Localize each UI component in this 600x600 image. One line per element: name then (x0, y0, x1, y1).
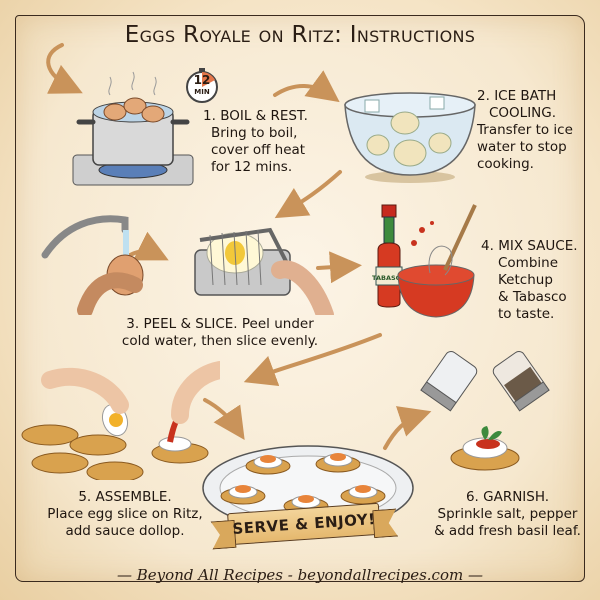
arrow-serve-6-icon (383, 406, 432, 450)
step-4-line: & Tabasco (498, 289, 567, 305)
step-2-line: Transfer to ice (477, 122, 573, 138)
step-1-number: 1. (203, 108, 216, 124)
step-4-line: Combine (498, 255, 559, 271)
footer-credit: — Beyond All Recipes - beyondallrecipes.… (117, 566, 483, 584)
arrow-4-5-icon (243, 333, 382, 387)
step-2-heading: ICE BATH (494, 88, 557, 104)
arrow-start-icon (46, 43, 83, 94)
step-2-line: cooking. (477, 156, 534, 172)
timer-value: 12 (193, 73, 211, 87)
step-3-line: Peel under (241, 316, 314, 332)
step-5-line: add sauce dollop. (65, 523, 185, 539)
step-5-number: 5. (78, 489, 92, 505)
step-4-number: 4. (481, 238, 494, 254)
step-6-line: Sprinkle salt, pepper (437, 506, 578, 522)
step-2-line: water to stop (477, 139, 567, 155)
arrow-3-4-icon (316, 251, 362, 284)
step-4-line: Ketchup (498, 272, 553, 288)
timer-icon (186, 68, 218, 103)
step-1: 1. BOIL & REST. Bring to boil, cover off… (203, 108, 308, 176)
step-3-line: cold water, then slice evenly. (121, 333, 319, 349)
step-1-heading: BOIL & REST. (220, 108, 308, 124)
canape-group (220, 453, 386, 515)
step-4: 4. MIX SAUCE. Combine Ketchup & Tabasco … (481, 238, 578, 323)
step-5: 5. ASSEMBLE. Place egg slice on Ritz, ad… (25, 489, 225, 540)
step-5-line: Place egg slice on Ritz, (47, 506, 203, 522)
step-1-line: for 12 mins. (211, 159, 293, 175)
ice-bath-bowl-illustration (344, 92, 476, 183)
arrow-peel-slice-icon (128, 231, 169, 261)
step-4-heading: MIX SAUCE. (498, 238, 578, 254)
step-2-heading-cont: COOLING. (489, 105, 557, 121)
page-title: Eggs Royale on Ritz: Instructions (124, 22, 476, 48)
arrow-5-serve-icon (203, 398, 245, 440)
arrow-2-3-icon (274, 170, 342, 219)
peel-and-slice-illustration (41, 215, 334, 315)
step-6-line: & add fresh basil leaf. (434, 523, 581, 539)
sauce-mixing-illustration: TABASCO (372, 204, 477, 318)
step-3-heading: PEEL & SLICE. (143, 316, 238, 332)
step-6-heading: GARNISH. (483, 489, 550, 505)
step-2: 2. ICE BATH COOLING. Transfer to ice wat… (477, 88, 573, 173)
step-4-line: to taste. (498, 306, 555, 322)
assemble-illustration (21, 361, 220, 480)
step-3-number: 3. (126, 316, 140, 332)
step-5-heading: ASSEMBLE. (95, 489, 172, 505)
step-1-line: Bring to boil, (211, 125, 298, 141)
step-2-number: 2. (477, 88, 490, 104)
tabasco-label: TABASCO (372, 274, 406, 282)
boiling-pot-illustration (72, 71, 194, 186)
arrow-1-2-icon (273, 70, 340, 103)
timer-unit: MIN (194, 88, 210, 96)
step-6-number: 6. (465, 489, 479, 505)
step-3: 3. PEEL & SLICE. Peel under cold water, … (95, 316, 345, 350)
garnish-illustration (420, 351, 550, 471)
step-1-line: cover off heat (211, 142, 306, 158)
step-6: 6. GARNISH. Sprinkle salt, pepper & add … (420, 489, 595, 540)
